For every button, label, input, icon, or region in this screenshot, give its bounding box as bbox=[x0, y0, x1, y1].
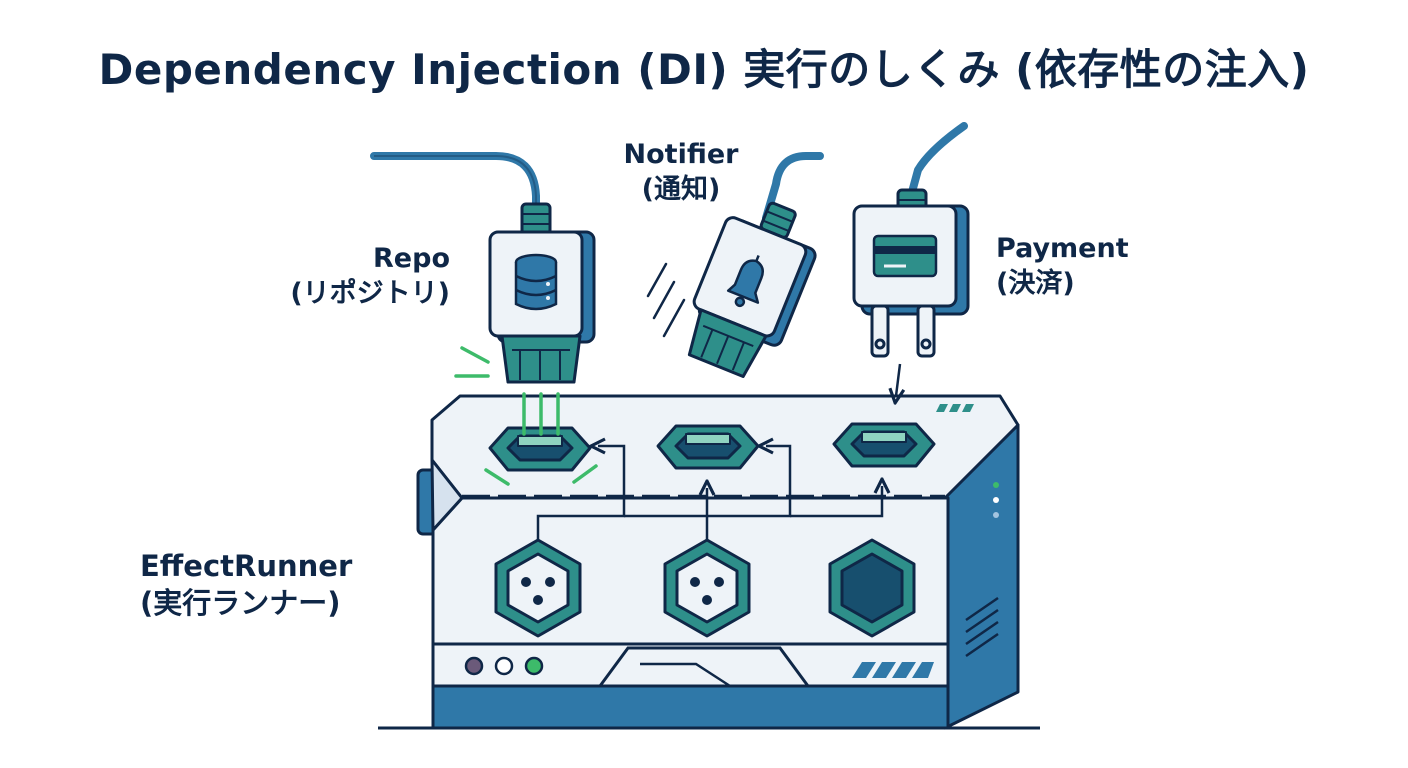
runner-label-sub: (実行ランナー) bbox=[140, 586, 341, 621]
side-led-1 bbox=[993, 482, 999, 488]
runner-label-name: EffectRunner bbox=[140, 549, 353, 583]
front-socket-2 bbox=[663, 538, 751, 638]
repo-plug bbox=[370, 152, 596, 384]
payment-label: Payment (決済) bbox=[996, 232, 1216, 301]
top-socket-1 bbox=[488, 426, 592, 472]
wire-to-socket-3 bbox=[790, 486, 882, 518]
credit-card-icon bbox=[872, 234, 938, 278]
indicator-light-3 bbox=[524, 656, 544, 676]
injection-wiring bbox=[462, 446, 945, 540]
repo-label: Repo (リポジトリ) bbox=[230, 242, 450, 311]
repo-label-name: Repo bbox=[373, 243, 450, 274]
front-stripes bbox=[852, 662, 934, 678]
notifier-label-sub: (通知) bbox=[641, 173, 721, 205]
connection-sparks bbox=[454, 346, 598, 486]
top-socket-3 bbox=[832, 422, 936, 468]
bell-icon bbox=[726, 255, 764, 308]
top-socket-2 bbox=[656, 424, 760, 470]
motion-lines bbox=[646, 262, 686, 338]
side-led-3 bbox=[993, 512, 999, 518]
side-led-2 bbox=[993, 497, 999, 503]
side-vents bbox=[965, 596, 999, 658]
payment-label-name: Payment bbox=[996, 233, 1129, 264]
front-socket-3 bbox=[828, 538, 916, 638]
page-title: Dependency Injection (DI) 実行のしくみ (依存性の注入… bbox=[98, 45, 1310, 94]
bevel bbox=[430, 458, 464, 532]
wire-to-socket-2b bbox=[624, 446, 792, 518]
database-icon bbox=[514, 253, 558, 311]
notifier-label-name: Notifier bbox=[623, 139, 739, 170]
runner-label: EffectRunner (実行ランナー) bbox=[140, 548, 410, 622]
payment-arrow bbox=[896, 363, 900, 396]
repo-label-sub: (リポジトリ) bbox=[290, 277, 450, 309]
front-bracket bbox=[598, 646, 810, 687]
front-bracket-inner bbox=[640, 662, 731, 688]
front-socket-1 bbox=[494, 538, 582, 638]
notifier-label: Notifier (通知) bbox=[596, 138, 766, 207]
indicator-light-2 bbox=[494, 656, 514, 676]
indicator-light-1 bbox=[464, 656, 484, 676]
top-stripes bbox=[936, 404, 974, 412]
payment-label-sub: (決済) bbox=[996, 267, 1075, 299]
notifier-plug bbox=[687, 152, 824, 378]
